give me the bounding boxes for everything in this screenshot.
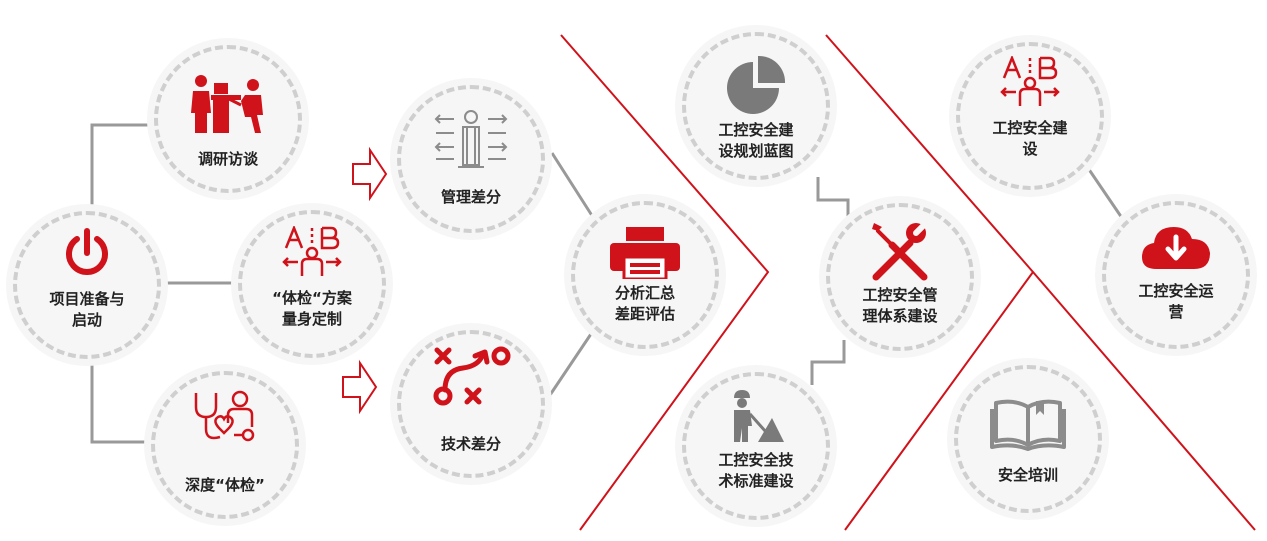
dashed-ring	[1102, 201, 1250, 349]
node-label: 调研访谈	[197, 150, 258, 168]
arrow-right-icon	[342, 359, 378, 415]
phase-divider-3	[1032, 271, 1256, 531]
dashed-ring	[154, 45, 302, 193]
connector-construction-operation	[1086, 167, 1124, 219]
node-label: 工控安全技术标准建设	[718, 451, 794, 490]
tools-icon	[826, 219, 974, 285]
arrow-right-icon	[352, 146, 388, 202]
node-label: “体检“方案量身定制	[272, 289, 352, 328]
flow-arrows	[342, 146, 388, 415]
phase-divider-lines	[560, 34, 1256, 531]
stethoscope-doctor-icon	[151, 389, 299, 449]
connector-mgmt-analysis	[550, 152, 600, 226]
ab-test-icon	[238, 226, 386, 282]
printer-icon	[571, 227, 719, 283]
dashed-ring	[151, 371, 299, 519]
connector-tech-analysis	[546, 324, 599, 399]
dashed-ring	[954, 365, 1102, 513]
node-ics-operation: 工控安全运营	[1102, 201, 1250, 349]
cloud-download-icon	[1102, 221, 1250, 275]
pie-chart-icon	[682, 54, 830, 120]
person-measure-icon	[397, 109, 545, 175]
node-gap-analysis: 分析汇总差距评估	[571, 201, 719, 349]
connector-blueprint-system	[816, 177, 850, 222]
node-custom-plan: “体检“方案量身定制	[238, 210, 386, 358]
book-icon	[954, 397, 1102, 455]
dashed-ring	[682, 32, 830, 180]
ab-test-icon	[956, 56, 1104, 112]
phase-divider-1	[560, 34, 770, 531]
node-security-training: 安全培训	[954, 365, 1102, 513]
dashed-ring	[397, 85, 545, 233]
interview-icon	[154, 71, 302, 139]
node-label: 工控安全建设	[992, 119, 1068, 158]
node-label: 工控安全管理体系建设	[862, 286, 938, 325]
dashed-ring	[571, 201, 719, 349]
node-blueprint: 工控安全建设规划蓝图	[682, 32, 830, 180]
node-deep-checkup: 深度“体检”	[151, 371, 299, 519]
node-label: 工控安全运营	[1138, 282, 1214, 321]
connector-start-checkup	[90, 362, 160, 444]
node-label: 管理差分	[440, 188, 501, 206]
dashed-ring	[238, 210, 386, 358]
connector-lines	[90, 123, 1124, 444]
node-management-system: 工控安全管理体系建设	[826, 203, 974, 351]
strategy-icon	[397, 344, 545, 410]
node-ics-construction: 工控安全建设	[956, 42, 1104, 190]
node-technical-gap: 技术差分	[397, 330, 545, 478]
node-label: 深度“体检”	[185, 476, 265, 494]
dashed-ring	[956, 42, 1104, 190]
dashed-ring	[13, 211, 161, 359]
dashed-ring	[826, 203, 974, 351]
worker-icon	[682, 388, 830, 448]
node-label: 技术差分	[440, 435, 501, 453]
dashed-ring	[397, 330, 545, 478]
node-label: 安全培训	[997, 466, 1058, 484]
power-icon	[13, 227, 161, 283]
node-tech-standard: 工控安全技术标准建设	[682, 372, 830, 520]
node-label: 工控安全建设规划蓝图	[718, 121, 794, 160]
connector-start-interview	[90, 123, 160, 215]
node-research-interview: 调研访谈	[154, 45, 302, 193]
dashed-ring	[682, 372, 830, 520]
node-management-gap: 管理差分	[397, 85, 545, 233]
connector-system-standard	[810, 340, 846, 385]
node-project-start: 项目准备与启动	[13, 211, 161, 359]
node-label: 分析汇总差距评估	[614, 284, 675, 323]
node-label: 项目准备与启动	[49, 290, 125, 329]
